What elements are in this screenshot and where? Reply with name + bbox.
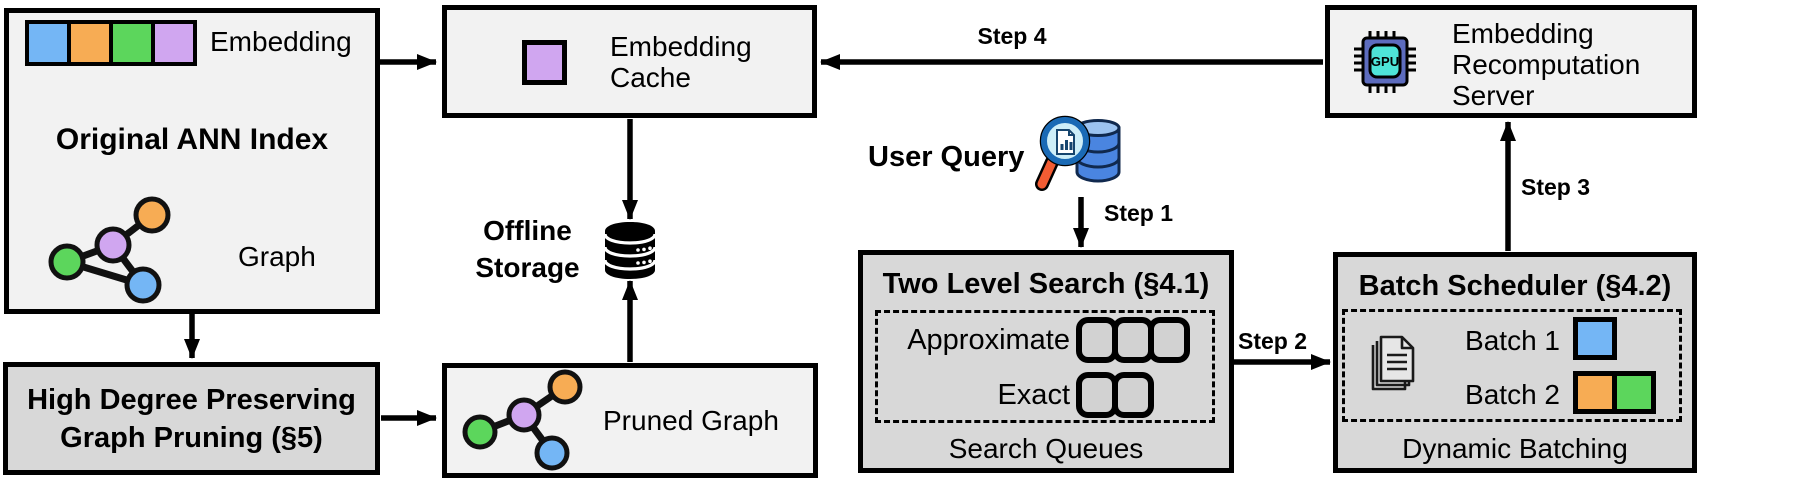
pruned-graph-icon (462, 369, 583, 471)
batch-scheduler-title: Batch Scheduler (§4.2) (1358, 270, 1672, 302)
dynamic-batching-dashed-region (1342, 309, 1682, 422)
embedding-cache-label-line2: Cache (610, 62, 691, 93)
step1-label: Step 1 (1104, 200, 1174, 226)
approximate-queue-icons (1076, 317, 1190, 363)
embedding-cache-label-line1: Embedding (610, 31, 752, 62)
offline-storage-label: Offline Storage (455, 212, 600, 286)
user-query-label: User Query (868, 141, 1025, 173)
dynamic-batching-footer: Dynamic Batching (1402, 433, 1628, 464)
gpu-chip-label: GPU (1371, 54, 1399, 69)
step2-label: Step 2 (1238, 328, 1308, 354)
offline-storage-database-icon (603, 222, 657, 279)
batch-scheduler-box: Batch Scheduler (§4.2) Batch 1 Batch 2 D… (1333, 252, 1697, 473)
gpu-chip-icon: GPU (1354, 31, 1416, 93)
embedding-cell-purple (151, 24, 193, 62)
recomputation-server-label-line2: Recomputation (1452, 49, 1641, 80)
search-queues-dashed-region (875, 310, 1215, 423)
queries-documents-icon (1371, 335, 1415, 391)
embedding-cell-blue (29, 24, 67, 62)
batch2-label: Batch 2 (1465, 379, 1560, 410)
original-ann-index-box: Embedding Original ANN Index Graph (4, 8, 380, 314)
queue-slot-icon (1112, 372, 1154, 418)
batch-item-green (1612, 371, 1656, 414)
embedding-vector-icon (25, 20, 197, 66)
batch1-embedding-icons (1573, 317, 1617, 360)
graph-pruning-title: High Degree Preserving Graph Pruning (§5… (27, 381, 356, 457)
recomputation-server-box: GPU Embedding Recomputation Server (1325, 5, 1697, 118)
queue-slot-icon (1076, 372, 1118, 418)
batch-item-orange (1573, 371, 1617, 414)
batch2-embedding-icons (1573, 371, 1656, 414)
search-queues-footer: Search Queues (948, 433, 1144, 464)
pruned-graph-label: Pruned Graph (603, 405, 779, 436)
graph-pruning-box: High Degree Preserving Graph Pruning (§5… (3, 362, 380, 475)
batch-item-blue (1573, 317, 1617, 360)
graph-pruning-title-line1: High Degree Preserving (27, 383, 356, 416)
recomputation-server-label-line3: Server (1452, 80, 1535, 111)
offline-storage-label-line2: Storage (475, 252, 580, 283)
batch1-label: Batch 1 (1465, 325, 1560, 356)
two-level-search-title: Two Level Search (§4.1) (882, 268, 1210, 300)
embedding-cell-orange (67, 24, 109, 62)
embedding-label: Embedding (210, 26, 352, 57)
recomputation-server-label: Embedding Recomputation Server (1452, 18, 1640, 111)
step3-label: Step 3 (1521, 174, 1591, 200)
recomputation-server-label-line1: Embedding (1452, 18, 1594, 49)
cached-embedding-icon (522, 40, 567, 85)
pruned-graph-box: Pruned Graph (442, 363, 818, 478)
exact-label: Exact (997, 379, 1070, 411)
graph-pruning-title-line2: Graph Pruning (§5) (60, 421, 323, 454)
user-query-icon (1035, 115, 1121, 191)
offline-storage-label-line1: Offline (483, 215, 572, 246)
ann-graph-icon (48, 196, 171, 304)
approximate-label: Approximate (907, 324, 1070, 356)
graph-label: Graph (238, 241, 316, 272)
queue-slot-icon (1076, 317, 1118, 363)
exact-queue-icons (1076, 372, 1154, 418)
two-level-search-box: Two Level Search (§4.1) Approximate Exac… (858, 250, 1234, 473)
embedding-cell-green (109, 24, 151, 62)
embedding-cache-label: Embedding Cache (610, 31, 752, 93)
queue-slot-icon (1148, 317, 1190, 363)
original-ann-index-title: Original ANN Index (55, 123, 329, 156)
embedding-cache-box: Embedding Cache (442, 5, 817, 118)
step4-label: Step 4 (977, 23, 1047, 49)
